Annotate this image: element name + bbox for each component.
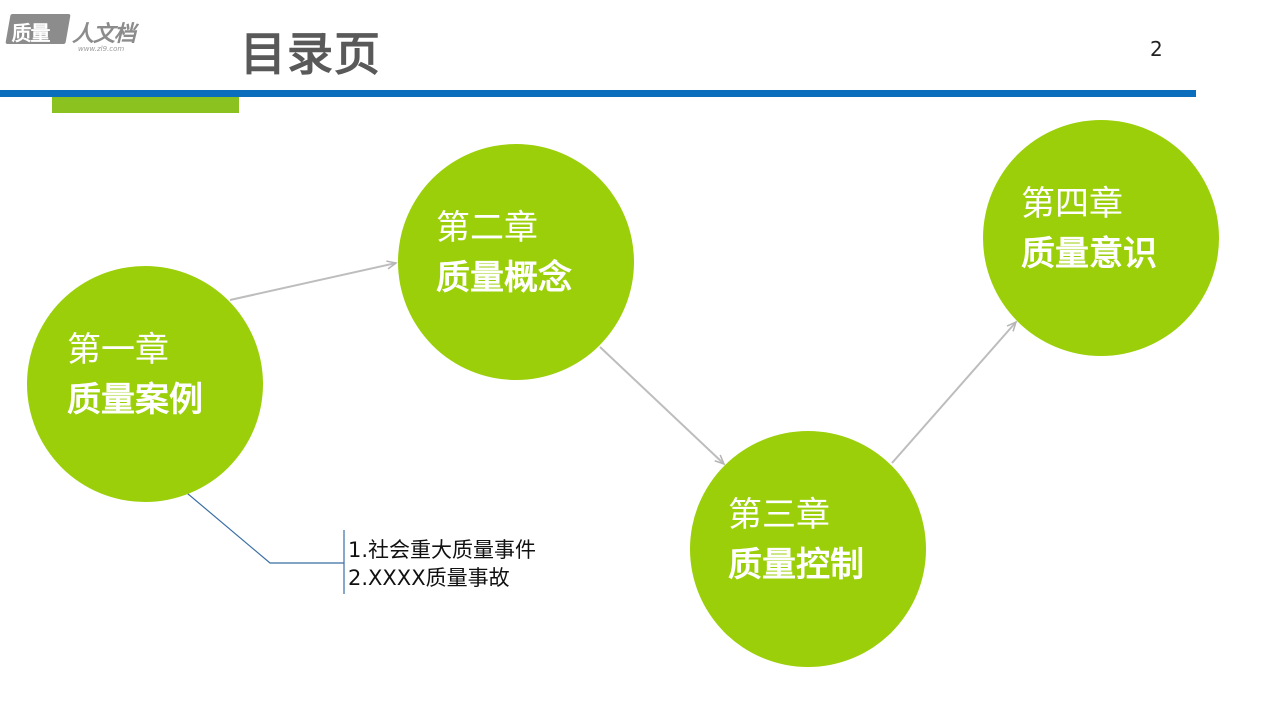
chapter-4-number: 第四章	[1021, 184, 1123, 224]
arrow-2-to-3	[599, 346, 726, 466]
header-rule	[0, 90, 1196, 97]
chapter-4-name: 质量意识	[1021, 234, 1157, 274]
arrow-3-to-4	[891, 320, 1018, 464]
chapter-2-name: 质量概念	[436, 258, 572, 298]
chapter-4-circle[interactable]: 第四章 质量意识	[983, 120, 1219, 356]
chapter-1-callout: 1.社会重大质量事件 2.XXXX质量事故	[348, 536, 536, 592]
callout-item: 1.社会重大质量事件	[348, 538, 537, 562]
logo-text: 人文档	[72, 22, 136, 47]
chapter-2-number: 第二章	[436, 208, 538, 248]
page-title: 目录页	[240, 27, 381, 81]
header-accent-tab	[52, 97, 239, 113]
callout-item: 2.XXXX质量事故	[348, 566, 510, 590]
chapter-3-name: 质量控制	[728, 545, 864, 585]
chapter-3-circle[interactable]: 第三章 质量控制	[690, 431, 926, 667]
logo: 质量 人文档 www.zl9.com	[5, 12, 158, 53]
page-number: 2	[1150, 37, 1163, 61]
chapter-1-circle[interactable]: 第一章 质量案例	[27, 266, 263, 502]
chapter-1-name: 质量案例	[67, 380, 203, 420]
arrow-1-to-2	[229, 260, 398, 301]
chapter-3-number: 第三章	[728, 495, 830, 535]
chapter-1-number: 第一章	[67, 330, 169, 370]
logo-url: www.zl9.com	[78, 45, 125, 53]
chapter-2-circle[interactable]: 第二章 质量概念	[398, 144, 634, 380]
